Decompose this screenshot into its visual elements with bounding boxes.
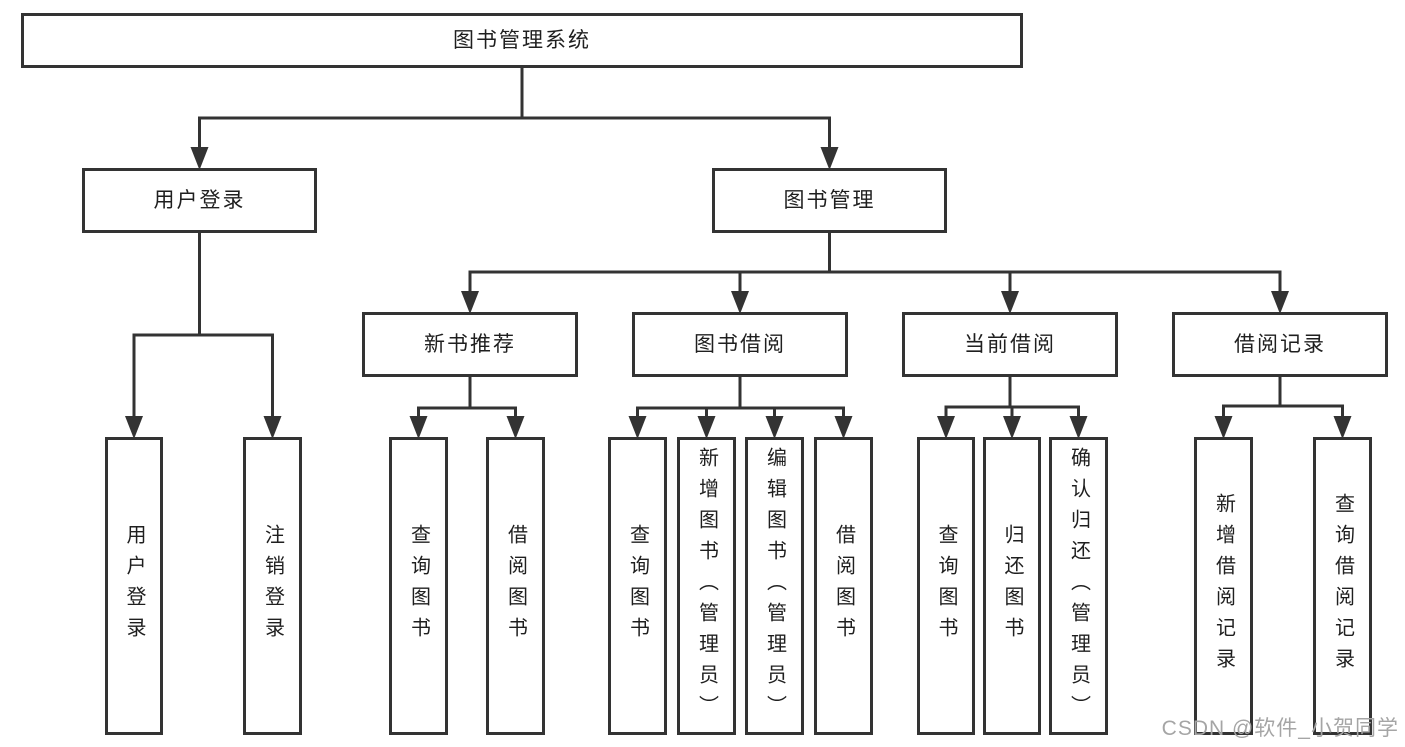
node-label-book-mgmt: 图书管理 — [783, 189, 876, 212]
node-user-login: 用户登录 — [82, 168, 317, 233]
node-label-leaf-query-borrow-record: 查询借阅记录 — [1331, 493, 1354, 679]
arrowhead-icon — [1001, 291, 1019, 314]
arrowhead-icon — [937, 416, 955, 439]
arrowhead-icon — [506, 416, 525, 439]
node-label-new-book-rec: 新书推荐 — [424, 333, 516, 356]
node-leaf-query-borrow-record: 查询借阅记录 — [1313, 437, 1372, 735]
arrowhead-icon — [1333, 416, 1352, 439]
arrowhead-icon — [834, 416, 853, 439]
node-label-leaf-add-book: 新增图书（管理员） — [695, 446, 718, 726]
node-leaf-edit-book: 编辑图书（管理员） — [745, 437, 804, 735]
node-label-leaf-logout: 注销登录 — [261, 524, 284, 648]
node-leaf-confirm-return: 确认归还（管理员） — [1049, 437, 1108, 735]
node-label-leaf-query-book-1: 查询图书 — [407, 524, 430, 648]
node-label-leaf-add-borrow-record: 新增借阅记录 — [1212, 493, 1235, 679]
arrowhead-icon — [765, 416, 784, 439]
node-label-user-login: 用户登录 — [153, 189, 246, 212]
node-label-leaf-borrow-book-2: 借阅图书 — [832, 524, 855, 648]
node-leaf-add-borrow-record: 新增借阅记录 — [1194, 437, 1253, 735]
node-label-leaf-query-book-3: 查询图书 — [935, 524, 957, 648]
node-label-book-borrow: 图书借阅 — [694, 333, 786, 356]
node-leaf-return-book: 归还图书 — [983, 437, 1041, 735]
node-leaf-logout: 注销登录 — [243, 437, 302, 735]
node-label-leaf-user-login: 用户登录 — [123, 524, 145, 648]
node-book-mgmt: 图书管理 — [712, 168, 947, 233]
arrowhead-icon — [1069, 416, 1088, 439]
node-leaf-user-login: 用户登录 — [105, 437, 163, 735]
node-new-book-rec: 新书推荐 — [362, 312, 578, 377]
node-label-leaf-query-book-2: 查询图书 — [626, 524, 649, 648]
node-leaf-query-book-3: 查询图书 — [917, 437, 975, 735]
arrowhead-icon — [697, 416, 716, 439]
arrowhead-icon — [731, 291, 749, 314]
node-label-leaf-confirm-return: 确认归还（管理员） — [1067, 446, 1090, 726]
node-leaf-add-book: 新增图书（管理员） — [677, 437, 736, 735]
node-label-root: 图书管理系统 — [453, 29, 591, 52]
arrowhead-icon — [1214, 416, 1233, 439]
arrowhead-icon — [263, 416, 282, 439]
node-label-borrow-records: 借阅记录 — [1234, 333, 1326, 356]
node-borrow-records: 借阅记录 — [1172, 312, 1388, 377]
node-label-leaf-return-book: 归还图书 — [1001, 524, 1023, 648]
node-leaf-query-book-1: 查询图书 — [389, 437, 448, 735]
arrowhead-icon — [409, 416, 428, 439]
node-current-borrow: 当前借阅 — [902, 312, 1118, 377]
node-leaf-borrow-book-2: 借阅图书 — [814, 437, 873, 735]
arrowhead-icon — [1271, 291, 1289, 314]
node-label-leaf-borrow-book-1: 借阅图书 — [504, 524, 527, 648]
watermark: CSDN @软件_小贺同学 — [1161, 717, 1399, 740]
arrowhead-icon — [125, 416, 143, 439]
node-leaf-borrow-book-1: 借阅图书 — [486, 437, 545, 735]
node-root: 图书管理系统 — [21, 13, 1023, 68]
arrowhead-icon — [190, 147, 209, 170]
node-label-current-borrow: 当前借阅 — [964, 333, 1056, 356]
arrowhead-icon — [820, 147, 839, 170]
node-book-borrow: 图书借阅 — [632, 312, 848, 377]
arrowhead-icon — [628, 416, 647, 439]
arrowhead-icon — [461, 291, 479, 314]
node-leaf-query-book-2: 查询图书 — [608, 437, 667, 735]
arrowhead-icon — [1003, 416, 1021, 439]
node-label-leaf-edit-book: 编辑图书（管理员） — [763, 446, 786, 726]
